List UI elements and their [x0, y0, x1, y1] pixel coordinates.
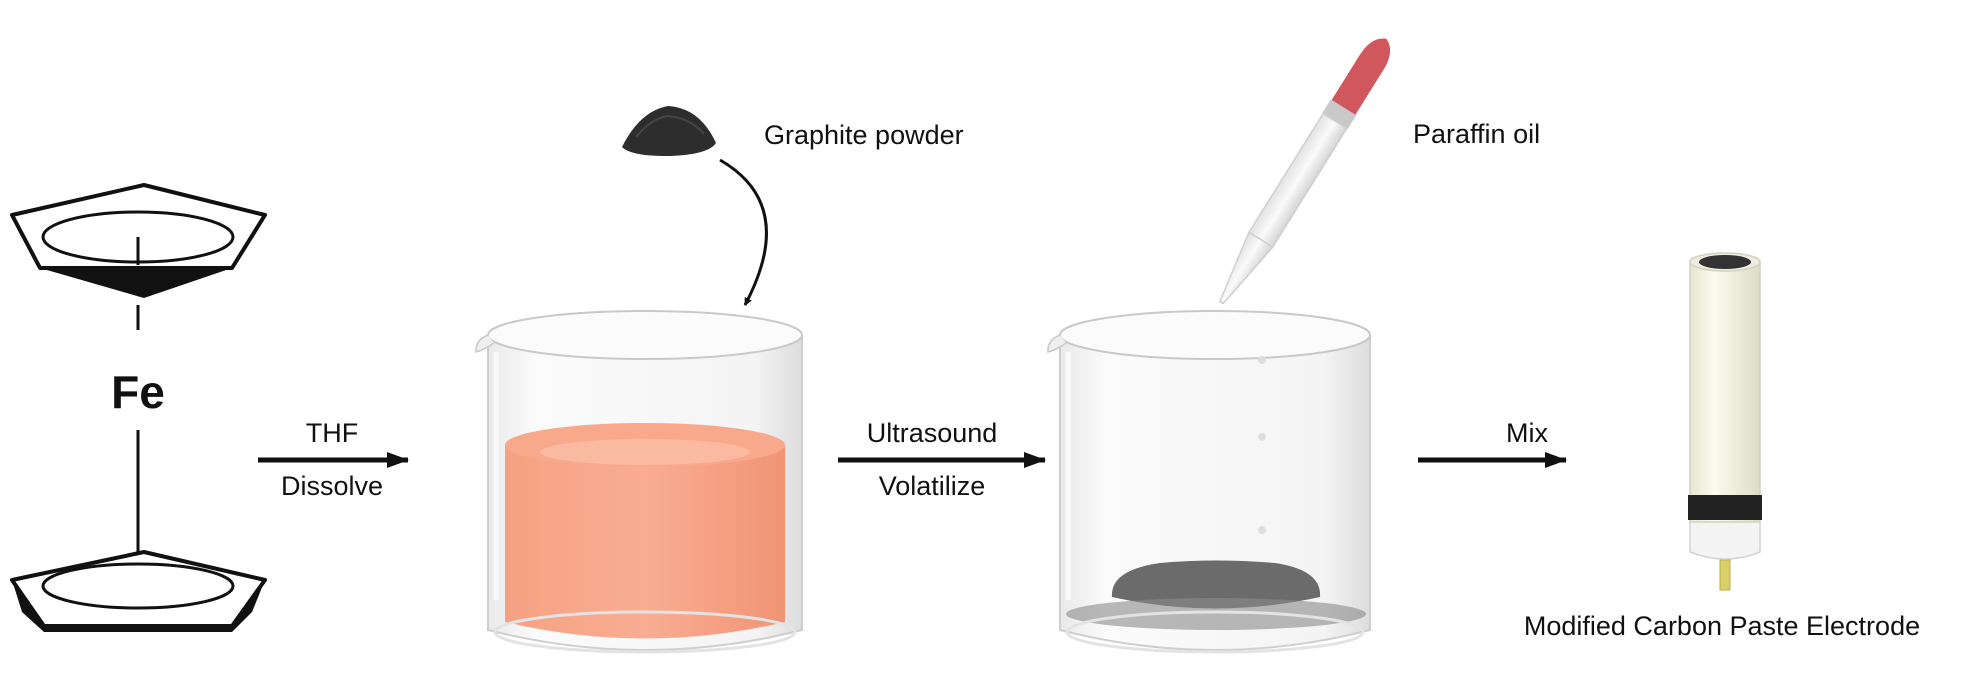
- bottom-cp-ring: [10, 550, 267, 632]
- carbon-paste-electrode: [1688, 252, 1762, 591]
- ferrocene-structure: Fe: [10, 183, 267, 632]
- graphite-label: Graphite powder: [764, 120, 964, 150]
- paraffin-dropper: [1218, 38, 1391, 305]
- electrode-band: [1688, 495, 1762, 520]
- electrode-paste-surface: [1699, 255, 1751, 269]
- top-cp-ring: [10, 183, 267, 298]
- step-1-bottom-label: Dissolve: [281, 471, 383, 501]
- step-3-top-label: Mix: [1506, 418, 1548, 448]
- step-arrow-mix: Mix: [1418, 418, 1567, 468]
- graphite-powder-pile: [622, 106, 716, 156]
- step-2-bottom-label: Volatilize: [879, 471, 986, 501]
- step-arrow-dissolve: THF Dissolve: [258, 418, 409, 501]
- electrode-wire: [1719, 559, 1731, 591]
- graphite-transfer-arrow: [719, 158, 768, 306]
- fe-atom-label: Fe: [111, 366, 165, 418]
- step-1-top-label: THF: [306, 418, 358, 448]
- step-arrow-volatilize: Ultrasound Volatilize: [838, 418, 1046, 501]
- electrode-label: Modified Carbon Paste Electrode: [1524, 611, 1920, 641]
- paraffin-label: Paraffin oil: [1413, 119, 1540, 149]
- beaker-solution: [475, 310, 803, 654]
- graphite-residue: [1111, 560, 1321, 609]
- ferrocene-solution: [505, 445, 785, 639]
- beaker-residue: [1047, 310, 1371, 654]
- step-2-top-label: Ultrasound: [867, 418, 998, 448]
